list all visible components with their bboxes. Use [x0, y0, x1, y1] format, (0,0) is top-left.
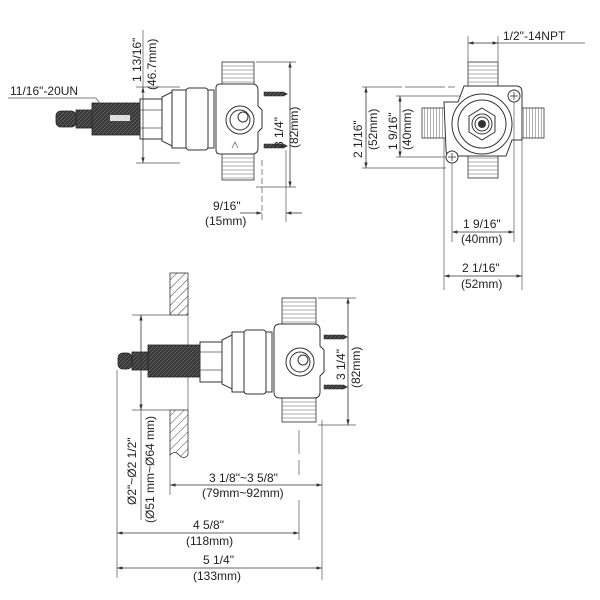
screw-width-mm: (40mm)	[461, 232, 502, 246]
screw-height-mm: (40mm)	[400, 109, 414, 150]
offset-in: 9/16"	[213, 199, 241, 213]
overall-width-mm: (52mm)	[461, 277, 502, 291]
wall-body-height-mm: (82mm)	[349, 347, 363, 388]
total-length-in: 5 1/4"	[203, 553, 234, 567]
overall-height-in: 2 1/16"	[351, 120, 365, 158]
screw-width-in: 1 9/16"	[463, 217, 501, 231]
bonnet-height-mm: (46.7mm)	[145, 39, 159, 90]
offset-mm: (15mm)	[205, 214, 246, 228]
bonnet-height-in: 1 13/16"	[130, 38, 144, 82]
wall-section-lower	[169, 409, 189, 458]
valve-body	[215, 61, 288, 181]
body-height-in: 3 1/4"	[272, 117, 286, 148]
mount-screw	[507, 89, 521, 103]
hole-dia-in: Ø2"~Ø2 1/2"	[125, 437, 139, 505]
mid-length-mm: (118mm)	[186, 534, 233, 548]
wall-depth-mm: (79mm~92mm)	[202, 486, 284, 500]
body-height-mm: (82mm)	[287, 107, 301, 148]
side-view: 11/16"-20UN 1 13/16" (46.7mm) 3 1/4" (82…	[8, 30, 302, 228]
port-thread-label: 1/2"-14NPT	[503, 29, 566, 43]
bonnet	[139, 87, 215, 151]
screw-height-in: 1 9/16"	[386, 112, 400, 150]
overall-width-in: 2 1/16"	[462, 261, 500, 275]
wall-section-upper	[169, 272, 189, 316]
hole-dia-mm: (Ø51 mm~Ø64 mm)	[143, 416, 157, 523]
wall-depth-in: 3 1/8"~3 5/8"	[209, 471, 278, 485]
mount-screw	[445, 150, 459, 164]
front-view: 1/2"-14NPT 2 1/16" (52mm) 1 9/16" (40mm)…	[351, 29, 585, 291]
stem-thread-label: 11/16"-20UN	[10, 84, 78, 98]
total-length-mm: (133mm)	[193, 569, 241, 583]
wall-body-height-in: 3 1/4"	[334, 349, 348, 380]
wall-view: Ø2"~Ø2 1/2" (Ø51 mm~Ø64 mm) 3 1/4" (82mm…	[116, 272, 363, 583]
stem	[55, 102, 141, 136]
mid-length-in: 4 5/8"	[193, 518, 224, 532]
overall-height-mm: (52mm)	[366, 109, 380, 150]
